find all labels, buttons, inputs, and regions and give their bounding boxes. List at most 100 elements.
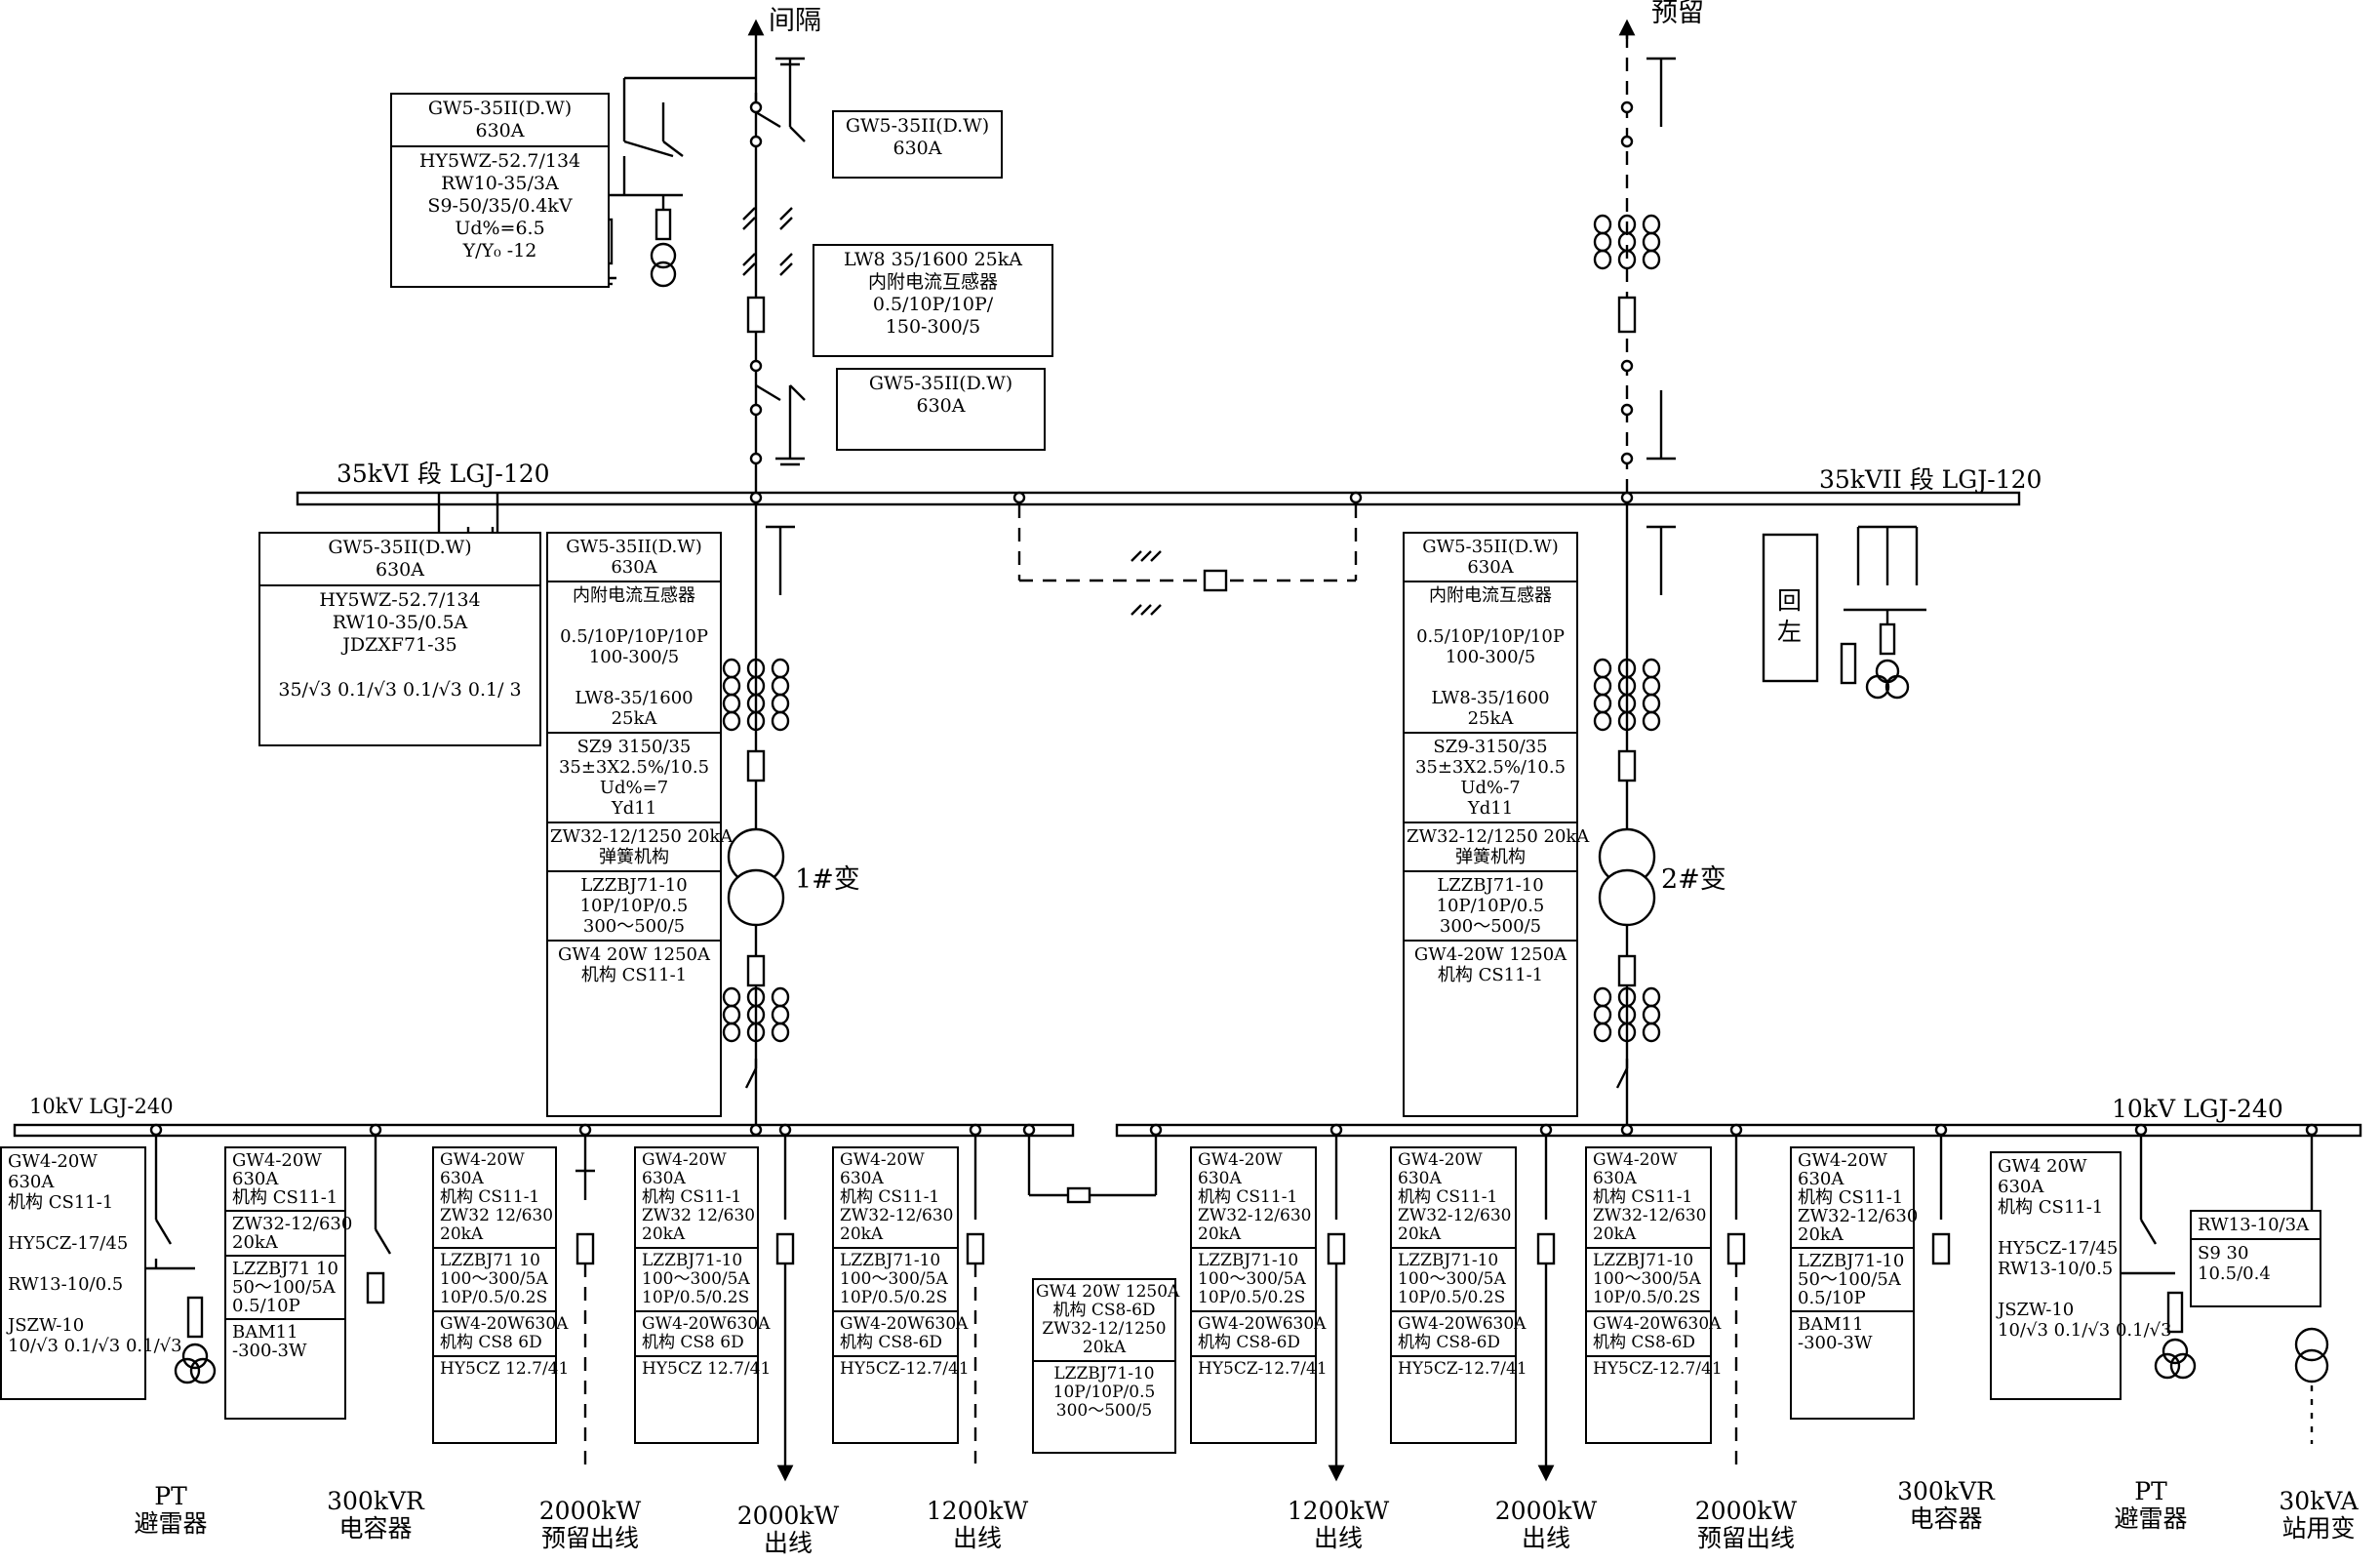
box-line: Yd11: [1467, 798, 1514, 819]
label-line: 预留出线: [1696, 1524, 1795, 1552]
box-separator: [1587, 1247, 1710, 1249]
box-line: 100～300/5A: [1398, 1269, 1506, 1289]
box-line: 20kA: [1798, 1224, 1844, 1245]
box-line: 100～300/5A: [642, 1269, 750, 1289]
box-line: LZZBJ71 10: [440, 1251, 540, 1270]
incoming-bay: [593, 19, 806, 493]
box-line: LZZBJ71-10: [580, 875, 688, 896]
box-line: LZZBJ71-10: [642, 1251, 743, 1270]
box-line: [262, 657, 537, 679]
box-line: 0.5/10P/10P/: [872, 294, 994, 315]
bus-35kv-1-label: 35kVI 段 LGJ-120: [337, 460, 550, 488]
box-line: 20kA: [440, 1224, 484, 1244]
box-line: 10P/10P/0.5: [1436, 896, 1545, 916]
box-line: 10.5/0.4: [2198, 1263, 2271, 1284]
box-line: HY5CZ-12.7/41: [840, 1359, 970, 1379]
box-separator: [226, 1255, 344, 1257]
box-line: 20kA: [1198, 1224, 1242, 1244]
box-line: 10P/10P/0.5: [1052, 1383, 1156, 1402]
box-line: 630A: [840, 1169, 884, 1188]
box-line: ZW32-12/1250 20kA: [550, 826, 734, 847]
box-separator: [1405, 581, 1576, 582]
box-separator: [636, 1310, 757, 1312]
box-line: 机构 CS8-6D: [1593, 1333, 1696, 1352]
box-line: GW5-35II(D.W): [566, 537, 702, 557]
box-line: -300-3W: [232, 1341, 307, 1361]
label-line: 1200kW: [926, 1497, 1029, 1525]
bus-10kv-left: [13, 1123, 1075, 1138]
box-line: GW4-20W: [642, 1150, 727, 1170]
box-line: HY5CZ 12.7/41: [642, 1359, 772, 1379]
box-line: 10/√3 0.1/√3 0.1/√3: [1998, 1320, 2172, 1341]
box-line: 机构 CS11-1: [840, 1187, 940, 1207]
box-line: HY5CZ-17/45: [8, 1233, 129, 1254]
box-line: 630A: [916, 395, 966, 417]
label-line: 30kVA: [2279, 1487, 2359, 1515]
box-line: 10/√3 0.1/√3 0.1/√3: [8, 1336, 182, 1356]
box-line: 0.5/10P: [1798, 1288, 1866, 1308]
box-line: 内附电流互感器: [1429, 585, 1552, 606]
box-line: 35±3X2.5%/10.5: [558, 757, 710, 778]
box-line: BAM11: [1798, 1314, 1864, 1335]
box-line: 机构 CS11-1: [1398, 1187, 1498, 1207]
box-line: 机构 CS11-1: [1437, 965, 1544, 985]
box-line: GW4 20W 1250A: [1036, 1282, 1180, 1302]
box-line: ZW32-12/630: [1798, 1206, 1919, 1226]
box-line: 35/√3 0.1/√3 0.1/√3 0.1/ 3: [278, 679, 522, 701]
box-line: GW4-20W630A: [1198, 1314, 1327, 1334]
box-line: 机构 CS11-1: [8, 1192, 114, 1213]
box-line: JSZW-10: [1998, 1300, 2075, 1320]
box-line: 机构 CS11-1: [1198, 1187, 1298, 1207]
box-line: 100～300/5A: [1198, 1269, 1306, 1289]
transformer-2-label: 2#变: [1661, 864, 1726, 895]
box-line: 机构 CS11-1: [1998, 1197, 2104, 1218]
box-line: 100-300/5: [1445, 647, 1536, 667]
box-line: Ud%=7: [599, 778, 669, 798]
box-line: 630A: [1467, 557, 1514, 578]
box-separator: [1192, 1247, 1315, 1249]
box-line: 机构 CS8 6D: [642, 1333, 744, 1352]
box-line: 机构 CS11-1: [642, 1187, 742, 1207]
box-line: 300～500/5: [1055, 1401, 1153, 1421]
box-line: RW10-35/3A: [441, 173, 559, 194]
box-line: 100～300/5A: [440, 1269, 548, 1289]
box-line: [8, 1213, 142, 1233]
box-line: 20kA: [840, 1224, 884, 1244]
box-line: GW4-20W: [232, 1150, 322, 1171]
incoming-switch2-box: GW5-35II(D.W)630A: [836, 368, 1046, 451]
box-line: 机构 CS11-1: [1798, 1187, 1904, 1208]
box-separator: [1405, 940, 1576, 942]
box-line: 机构 CS11-1: [1593, 1187, 1693, 1207]
box-line: 机构 CS8-6D: [1198, 1333, 1301, 1352]
box-line: ZW32-12/1250: [1042, 1319, 1167, 1339]
box-separator: [226, 1318, 344, 1320]
box-line: GW4-20W630A: [1593, 1314, 1722, 1334]
box-line: JSZW-10: [8, 1315, 85, 1336]
box-separator: [1405, 870, 1576, 872]
transformer-1-label: 1#变: [795, 864, 860, 895]
box-line: RW10-35/0.5A: [332, 612, 468, 633]
box-line: HY5CZ-17/45: [1998, 1238, 2119, 1259]
label-line: PT: [2134, 1477, 2167, 1505]
box-line: GW5-35II(D.W): [845, 115, 990, 137]
box-separator: [1392, 1355, 1515, 1357]
bus-coupler-35kv: [1017, 504, 1358, 582]
box-line: 100～300/5A: [1593, 1269, 1701, 1289]
box-separator: [1034, 1360, 1174, 1362]
box-separator: [1392, 1247, 1515, 1249]
box-separator: [636, 1247, 757, 1249]
box-line: 150-300/5: [885, 316, 981, 338]
box-line: 内附电流互感器: [573, 585, 695, 606]
